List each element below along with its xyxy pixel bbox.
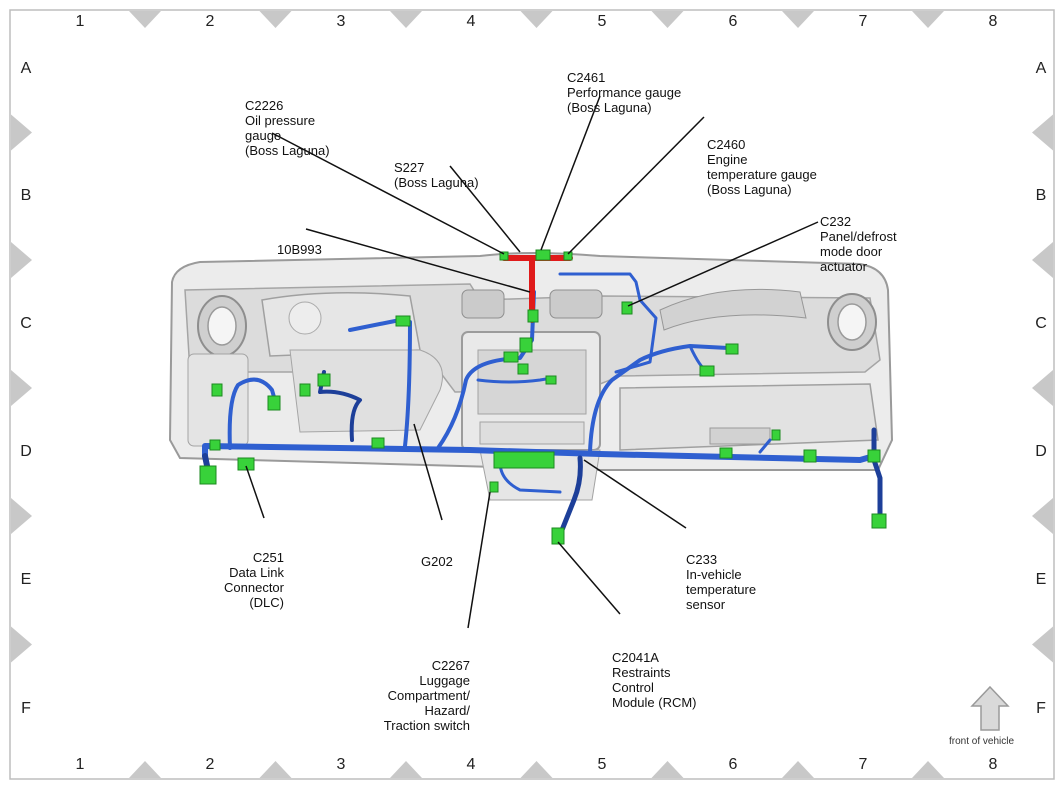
row-label-left-F: F <box>21 700 31 717</box>
right-marker <box>1032 242 1053 278</box>
row-label-right-E: E <box>1035 571 1047 588</box>
right-marker <box>1032 370 1053 406</box>
column-label-bottom-5: 5 <box>597 756 607 773</box>
top-grid-markers <box>129 11 944 28</box>
column-label-top-3: 3 <box>336 13 346 30</box>
column-label-top-2: 2 <box>205 13 215 30</box>
column-label-top-4: 4 <box>466 13 476 30</box>
bottom-marker <box>259 761 292 778</box>
right-marker <box>1032 626 1053 663</box>
bottom-marker <box>782 761 814 778</box>
row-label-right-A: A <box>1035 60 1047 77</box>
row-label-right-C: C <box>1035 315 1047 332</box>
column-label-top-7: 7 <box>858 13 868 30</box>
callout-g202: G202 <box>421 554 453 569</box>
left-marker <box>11 370 32 406</box>
callout-s227: S227(Boss Laguna) <box>394 160 479 190</box>
column-label-bottom-4: 4 <box>466 756 476 773</box>
frame-border <box>9 9 1055 780</box>
right-marker <box>1032 114 1053 151</box>
front-of-vehicle-arrow-icon <box>970 685 1010 731</box>
column-label-bottom-3: 3 <box>336 756 346 773</box>
bottom-marker <box>520 761 553 778</box>
column-label-top-1: 1 <box>75 13 85 30</box>
left-marker <box>11 626 32 663</box>
front-of-vehicle-label: front of vehicle <box>949 736 1015 747</box>
left-grid-markers <box>11 114 32 663</box>
column-label-top-5: 5 <box>597 13 607 30</box>
left-marker <box>11 242 32 278</box>
top-marker <box>520 11 553 28</box>
leader-lines <box>245 95 819 629</box>
column-label-bottom-6: 6 <box>728 756 738 773</box>
top-marker <box>259 11 292 28</box>
row-label-left-B: B <box>20 187 32 204</box>
row-label-right-F: F <box>1036 700 1046 717</box>
top-marker <box>390 11 422 28</box>
column-label-bottom-1: 1 <box>75 756 85 773</box>
row-label-left-C: C <box>20 315 32 332</box>
bottom-marker <box>651 761 684 778</box>
right-marker <box>1032 498 1053 534</box>
bottom-marker <box>912 761 944 778</box>
callout-10b993: 10B993 <box>277 242 322 257</box>
column-label-top-8: 8 <box>988 13 998 30</box>
column-label-bottom-8: 8 <box>988 756 998 773</box>
top-marker <box>782 11 814 28</box>
column-label-top-6: 6 <box>728 13 738 30</box>
top-marker <box>129 11 161 28</box>
bottom-grid-markers <box>129 761 944 778</box>
bottom-marker <box>390 761 422 778</box>
top-marker <box>912 11 944 28</box>
column-label-bottom-2: 2 <box>205 756 215 773</box>
column-label-bottom-7: 7 <box>858 756 868 773</box>
bottom-marker <box>129 761 161 778</box>
row-label-left-E: E <box>20 571 32 588</box>
wiring-harness <box>202 255 883 533</box>
connectors <box>199 249 887 545</box>
row-label-right-B: B <box>1035 187 1047 204</box>
left-marker <box>11 114 32 151</box>
row-label-left-D: D <box>20 443 32 460</box>
row-label-left-A: A <box>20 60 32 77</box>
left-marker <box>11 498 32 534</box>
right-grid-markers <box>1032 114 1053 663</box>
top-marker <box>651 11 684 28</box>
row-label-right-D: D <box>1035 443 1047 460</box>
